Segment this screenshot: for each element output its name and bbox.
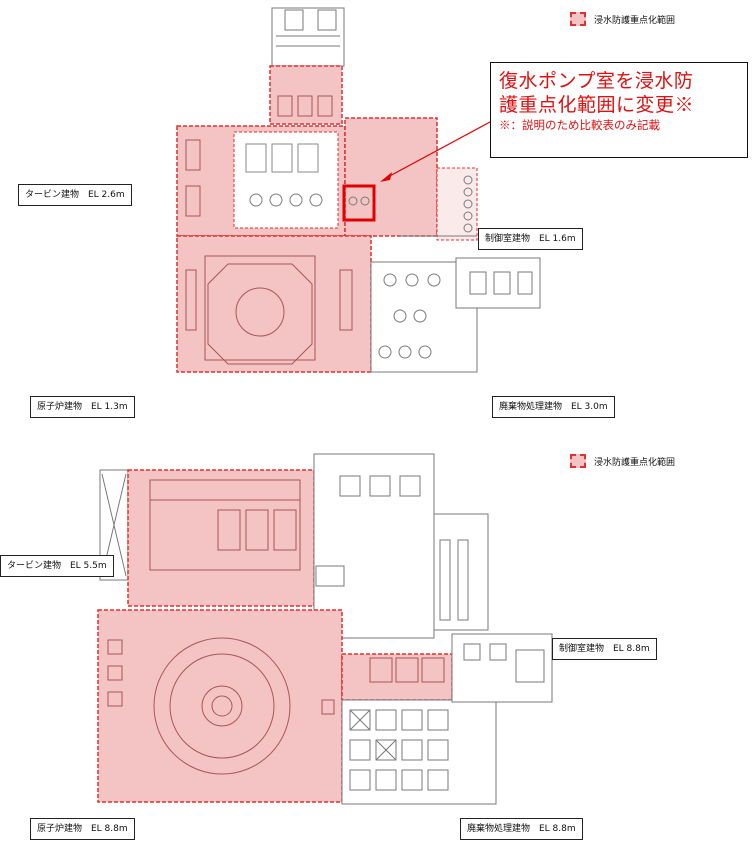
legend-text: 浸水防護重点化範囲	[594, 15, 676, 26]
legend-top: 浸水防護重点化範囲	[570, 12, 675, 26]
top-plan	[176, 7, 541, 373]
condensate-pump-room-marker	[342, 184, 376, 222]
highlight-pump-area	[344, 117, 438, 237]
highlight-turbine-upper	[269, 65, 343, 125]
highlight-reactor-bottom	[97, 609, 343, 803]
label-control-top: 制御室建物 EL 1.6m	[478, 228, 583, 250]
label-turbine-top: タービン建物 EL 2.6m	[18, 184, 132, 206]
label-reactor-bottom: 原子炉建物 EL 8.8m	[30, 818, 135, 840]
legend-swatch	[570, 12, 586, 26]
highlight-turbine-bottom	[127, 469, 315, 607]
highlight-reactor	[176, 235, 372, 373]
callout-arrow	[385, 121, 491, 179]
change-callout: 復水ポンプ室を浸水防 護重点化範囲に変更※ ※：説明のため比較表のみ記載	[490, 62, 748, 158]
callout-line-1: 復水ポンプ室を浸水防	[499, 70, 694, 92]
label-turbine-bottom: タービン建物 EL 5.5m	[0, 555, 114, 577]
label-waste-top: 廃棄物処理建物 EL 3.0m	[492, 396, 615, 418]
legend-swatch	[570, 454, 586, 468]
label-waste-bottom: 廃棄物処理建物 EL 8.8m	[460, 818, 583, 840]
legend-text: 浸水防護重点化範囲	[594, 457, 676, 468]
legend-bottom: 浸水防護重点化範囲	[570, 454, 675, 468]
bottom-plan	[97, 453, 553, 805]
label-reactor-top: 原子炉建物 EL 1.3m	[30, 396, 135, 418]
highlight-waste-strip	[341, 653, 453, 701]
callout-line-2: 護重点化範囲に変更※	[499, 94, 695, 116]
label-control-bottom: 制御室建物 EL 8.8m	[552, 638, 657, 660]
callout-note: ※：説明のため比較表のみ記載	[499, 118, 660, 132]
